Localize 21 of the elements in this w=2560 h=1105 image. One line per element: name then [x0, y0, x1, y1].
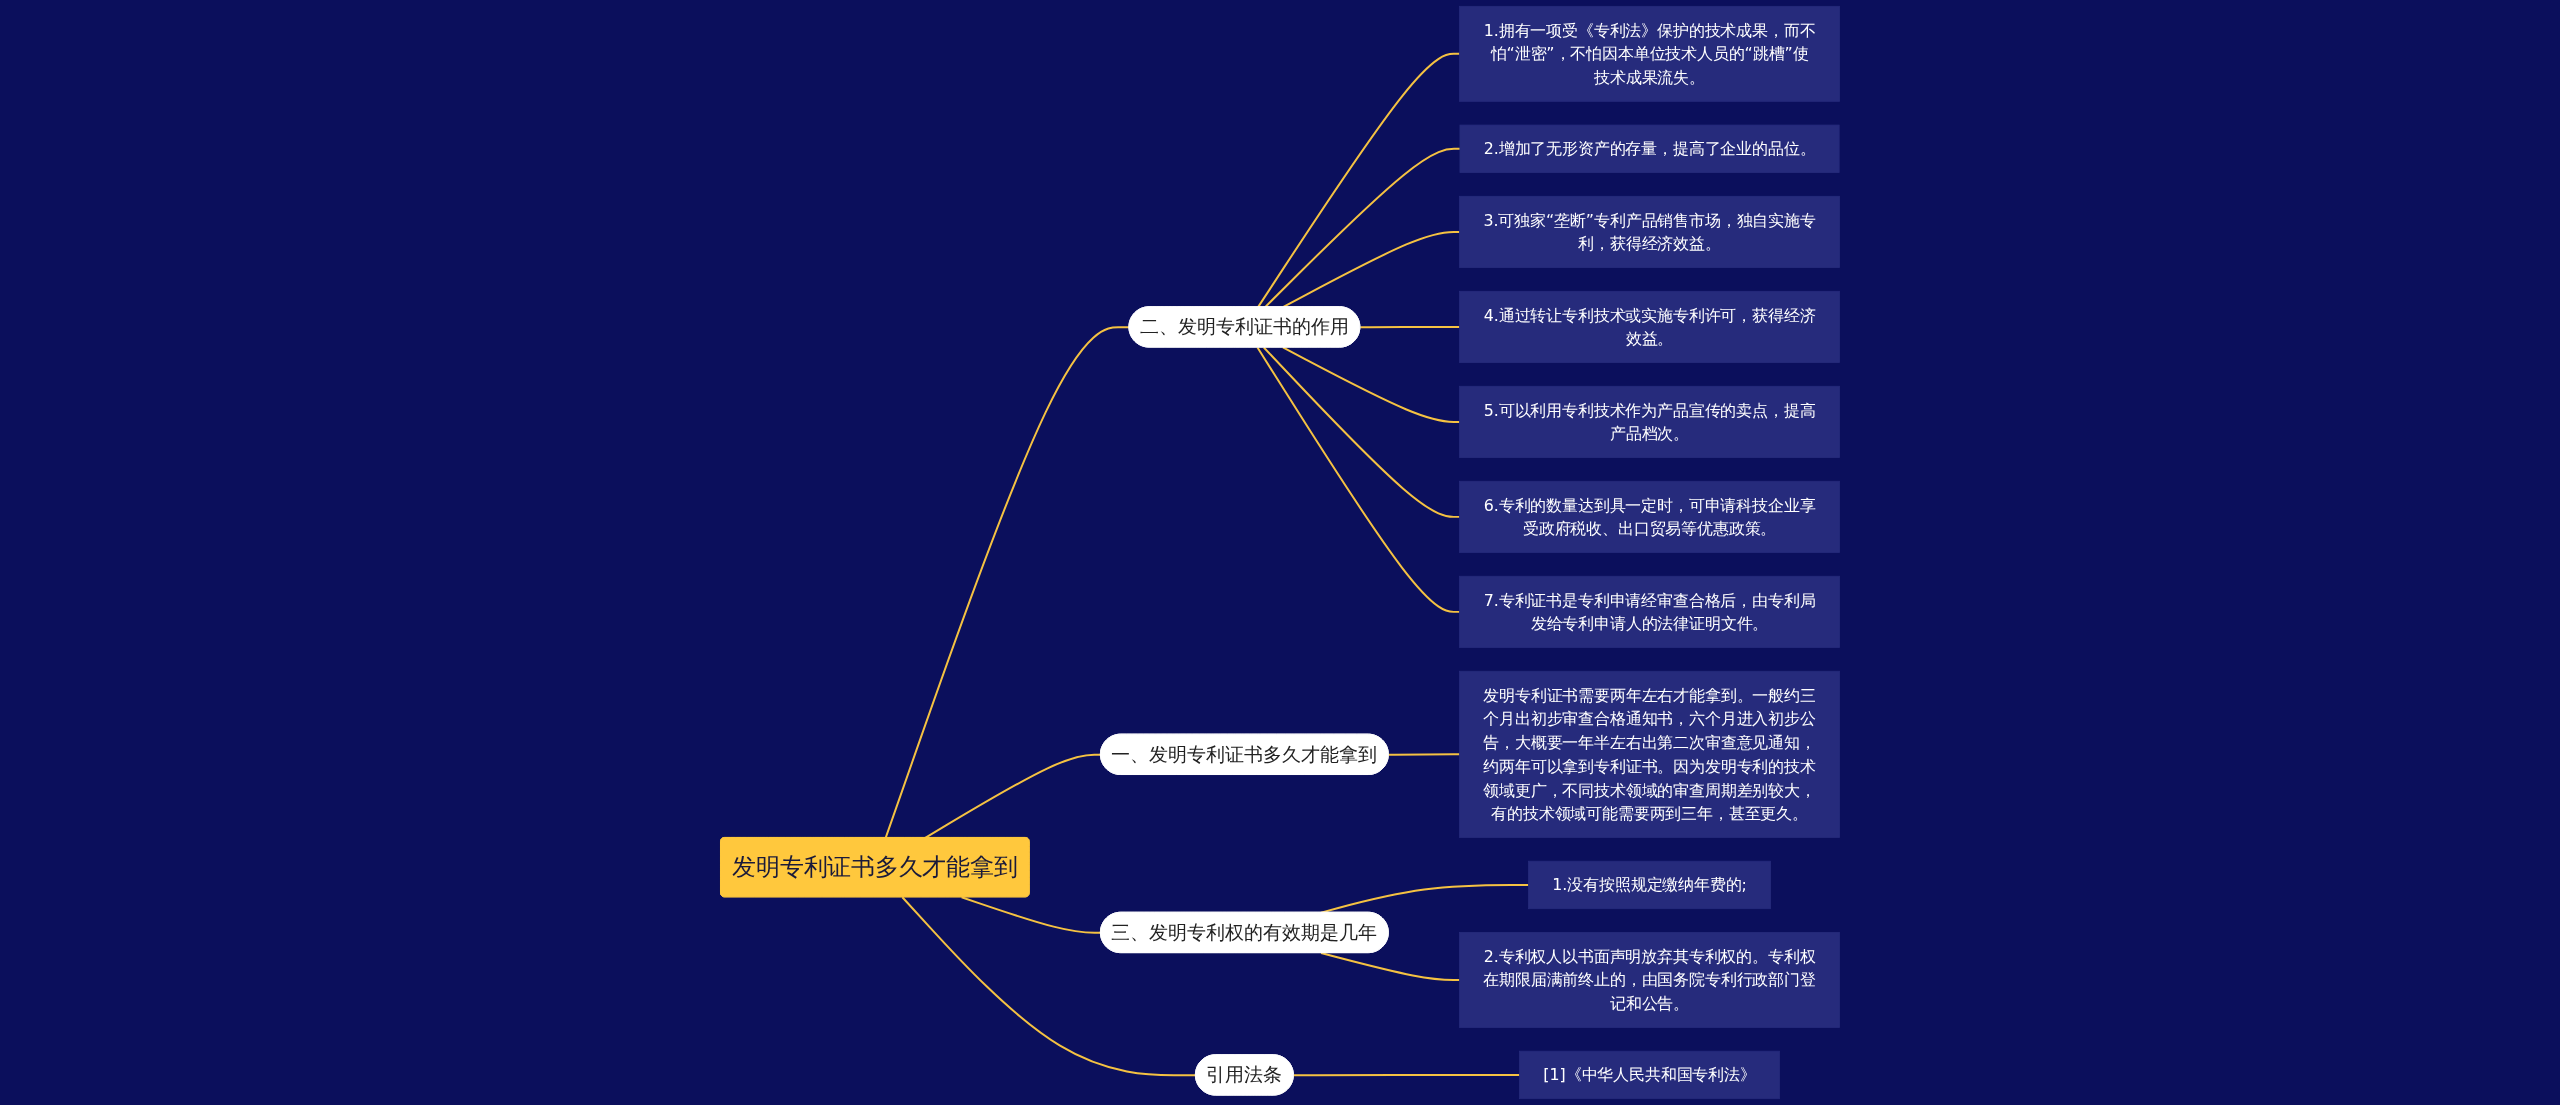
- connector: [1292, 1073, 1521, 1077]
- connector: [1256, 346, 1461, 613]
- node-box: 7.专利证书是专利申请经审查合格后，由专利局发给专利申请人的法律证明文件。: [1459, 575, 1840, 648]
- node-box: 发明专利证书需要两年左右才能拿到。一般约三个月出初步审查合格通知书，六个月进入初步公告，大概要一年半左右出第二次审查意见通知，约两年可以拿到专利证书。因为发明专利的技术领域更广，不同技术领域的审查周期差别较大，有的技术领域可能需要两到三年，甚至更久。: [1459, 670, 1840, 838]
- node-box: 2.增加了无形资产的存量，提高了企业的品位。: [1459, 124, 1840, 173]
- connector: [924, 753, 1102, 839]
- node-box: 1.没有按照规定缴纳年费的;: [1528, 860, 1771, 910]
- connector: [1281, 346, 1461, 423]
- node-box: 2.专利权人以书面声明放弃其专利权的。专利权在期限届满前终止的，由国务院专利行政部门登记和公告。: [1459, 932, 1840, 1028]
- connector: [1387, 753, 1461, 756]
- node-box: 4.通过转让专利技术或实施专利许可，获得经济效益。: [1459, 290, 1840, 363]
- connector: [1359, 325, 1461, 329]
- node-box: 6.专利的数量达到具一定时，可申请科技企业享受政府税收、出口贸易等优惠政策。: [1459, 480, 1840, 553]
- node-box: 1.拥有一项受《专利法》保护的技术成果，而不怕“泄密”，不怕因本单位技术人员的“跳槽”使技术成果流失。: [1459, 5, 1840, 102]
- node-box: 3.可独家“垄断”专利产品销售市场，独自实施专利，获得经济效益。: [1459, 195, 1840, 268]
- connector: [1320, 952, 1461, 981]
- connector: [901, 896, 1197, 1077]
- node-box: 5.可以利用专利技术作为产品宣传的卖点，提高产品档次。: [1459, 385, 1840, 458]
- connector: [960, 896, 1102, 934]
- node-box: [1]《中华人民共和国专利法》: [1519, 1050, 1780, 1100]
- connector: [1262, 346, 1461, 518]
